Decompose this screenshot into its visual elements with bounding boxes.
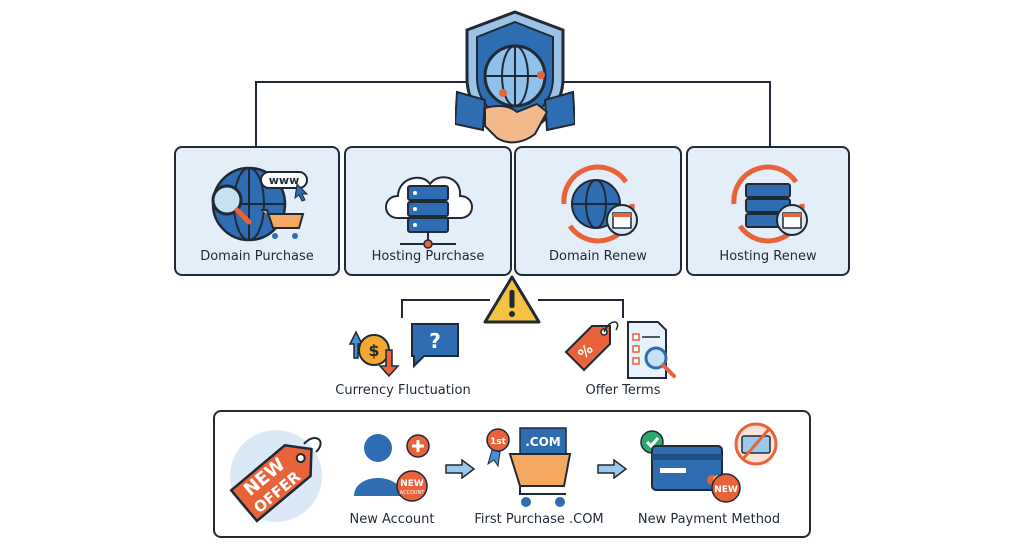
svg-text:?: ? (429, 329, 441, 353)
card-label: Domain Renew (549, 249, 647, 264)
risk-label-offer-terms: Offer Terms (585, 383, 661, 398)
step-label-first-purchase: First Purchase .COM (474, 512, 604, 527)
step-label-new-account: New Account (349, 512, 435, 527)
svg-text:www: www (269, 174, 300, 187)
arrow-right-icon (596, 458, 628, 483)
svg-text:.COM: .COM (525, 435, 561, 449)
discount-tag-terms-icon: % (562, 316, 686, 386)
svg-text:1st: 1st (490, 437, 507, 447)
globe-renew-calendar-icon (548, 158, 648, 254)
currency-exchange-icon: $ ? (342, 318, 466, 382)
svg-text:NEW: NEW (400, 479, 424, 489)
card-label: Domain Purchase (200, 249, 314, 264)
svg-text:$: $ (368, 341, 379, 360)
card-label: Hosting Purchase (371, 249, 485, 264)
card-domain-purchase[interactable]: www Domain Purchase (174, 146, 340, 276)
card-label: Hosting Renew (719, 249, 817, 264)
card-hosting-purchase[interactable]: Hosting Purchase (344, 146, 512, 276)
first-purchase-cart-icon: 1st .COM (482, 424, 578, 514)
new-offer-tag-icon: NEW OFFER (222, 418, 332, 532)
svg-text:ACCOUNT: ACCOUNT (400, 490, 426, 496)
globe-www-cart-icon: www (197, 158, 317, 254)
risk-label-currency: Currency Fluctuation (335, 383, 471, 398)
server-renew-calendar-icon (718, 158, 818, 254)
card-hosting-renew[interactable]: Hosting Renew (686, 146, 850, 276)
shield-globe-handshake-icon (453, 8, 577, 154)
svg-text:NEW: NEW (714, 485, 738, 495)
step-label-new-payment-method: New Payment Method (637, 512, 781, 527)
new-payment-method-icon: NEW (638, 420, 788, 508)
card-domain-renew[interactable]: Domain Renew (514, 146, 682, 276)
new-account-icon: NEW ACCOUNT (348, 426, 438, 506)
cloud-server-icon (378, 158, 478, 254)
arrow-right-icon (444, 458, 476, 483)
warning-icon (482, 274, 542, 330)
